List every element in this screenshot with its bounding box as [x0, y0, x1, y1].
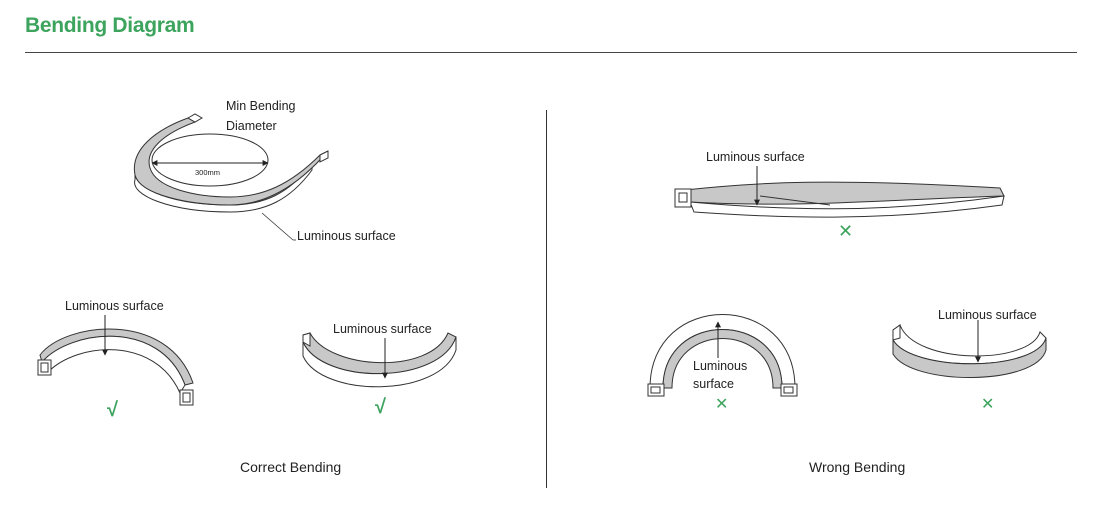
wrong-arch-surface-label-line2: surface — [693, 377, 734, 391]
wrong-bowl-strip — [892, 324, 1047, 378]
correct-bending-caption: Correct Bending — [240, 459, 342, 475]
diameter-value: 300mm — [195, 168, 221, 177]
wrong-twist-surface-label: Luminous surface — [706, 150, 805, 164]
section-divider — [546, 110, 547, 488]
correct-arch-strip — [37, 328, 194, 406]
min-bending-label-line1: Min Bending — [226, 99, 296, 113]
wrong-twist-strip — [674, 181, 1005, 218]
wrong-arch-strip — [647, 314, 798, 397]
top-surface-label: Luminous surface — [297, 229, 396, 243]
correct-left-surface-label: Luminous surface — [65, 299, 164, 313]
page-title: Bending Diagram — [25, 14, 195, 37]
u-bend-strip — [133, 113, 329, 213]
check-icon-right: √ — [375, 396, 386, 418]
surface-leader-top — [261, 212, 294, 241]
cross-icon-twist: ✕ — [838, 221, 854, 241]
wrong-bowl-surface-label: Luminous surface — [938, 308, 1037, 322]
cross-icon-arch: ✕ — [715, 396, 729, 413]
correct-right-surface-label: Luminous surface — [333, 322, 432, 336]
correct-bowl-strip — [302, 332, 457, 388]
cross-icon-bowl: ✕ — [981, 396, 995, 413]
title-underline — [25, 52, 1077, 53]
check-icon-left: √ — [107, 399, 118, 421]
min-bending-label-line2: Diameter — [226, 119, 277, 133]
wrong-bending-caption: Wrong Bending — [809, 459, 906, 475]
wrong-arch-surface-label-line1: Luminous — [693, 359, 748, 373]
